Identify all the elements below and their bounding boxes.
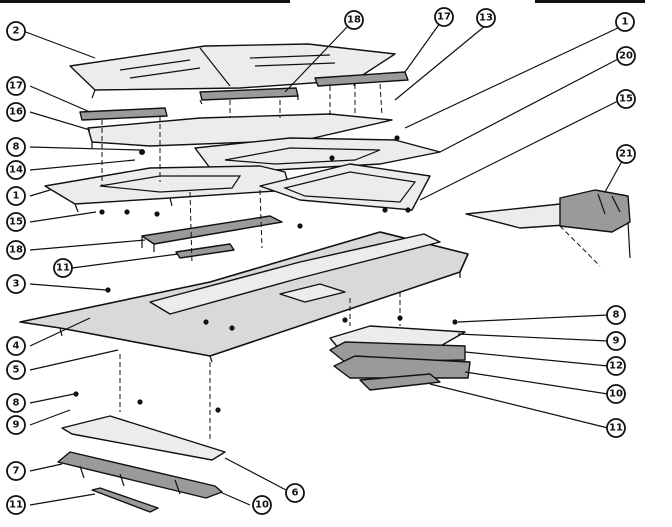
callout: 12 (606, 356, 626, 376)
callout-label: 15 (9, 217, 23, 228)
callout-label: 10 (255, 500, 269, 511)
part-cover-strip-left (79, 107, 168, 121)
callout-leaders (22, 22, 627, 506)
callout-label: 6 (292, 488, 299, 499)
part-upper-support-bar (199, 87, 299, 105)
callout-label: 4 (13, 341, 20, 352)
callout-label: 7 (13, 466, 20, 477)
callout: 11 (6, 495, 26, 515)
callout: 4 (6, 336, 26, 356)
callout: 17 (6, 76, 26, 96)
callout-label: 21 (619, 149, 633, 160)
cropped-header-strip (0, 0, 290, 3)
part-side-bracket (465, 189, 631, 267)
callout-label: 1 (622, 17, 629, 28)
callout-label: 1 (13, 191, 20, 202)
callout-label: 3 (13, 279, 20, 290)
callout-label: 11 (56, 263, 70, 274)
callout: 8 (6, 137, 26, 157)
callout: 5 (6, 360, 26, 380)
callout-label: 8 (13, 142, 20, 153)
part-cover-strip-right (314, 71, 409, 87)
callout: 14 (6, 160, 26, 180)
callout-label: 17 (437, 12, 451, 23)
callout: 15 (616, 89, 636, 109)
callout-label: 9 (13, 420, 20, 431)
cropped-header-strip-right (535, 0, 645, 3)
part-right-lower-assembly (329, 325, 471, 391)
callout-label: 9 (613, 336, 620, 347)
part-lower-frame (44, 165, 293, 213)
callout: 16 (6, 102, 26, 122)
callout: 11 (606, 418, 626, 438)
callout: 7 (6, 461, 26, 481)
part-center-long-bar (141, 215, 283, 252)
callout: 18 (6, 240, 26, 260)
callout: 11 (53, 258, 73, 278)
callout: 2 (6, 21, 26, 41)
callout-label: 20 (619, 51, 633, 62)
callout-label: 14 (9, 165, 23, 176)
callouts: 2 18 17 13 1 20 17 16 8 15 14 1 21 15 18… (6, 7, 636, 515)
screws (73, 135, 458, 413)
callout: 8 (6, 393, 26, 413)
callout-label: 10 (609, 389, 623, 400)
callout: 1 (6, 186, 26, 206)
alignment-lines (101, 83, 401, 442)
callout: 9 (6, 415, 26, 435)
callout-label: 12 (609, 361, 623, 372)
part-top-grille (69, 43, 396, 99)
part-right-inner-frame (259, 163, 431, 211)
callout-label: 17 (9, 81, 23, 92)
callout-label: 11 (609, 423, 623, 434)
callout-label: 16 (9, 107, 23, 118)
callout: 17 (434, 7, 454, 27)
callout: 13 (476, 8, 496, 28)
callout: 20 (616, 46, 636, 66)
callout: 15 (6, 212, 26, 232)
callout: 21 (616, 144, 636, 164)
callout-label: 5 (13, 365, 20, 376)
callout-label: 15 (619, 94, 633, 105)
callout-label: 18 (347, 15, 361, 26)
part-left-lower-assembly (57, 415, 226, 513)
callout: 6 (285, 483, 305, 503)
callout-label: 8 (13, 398, 20, 409)
callout-label: 8 (613, 310, 620, 321)
callout: 1 (615, 12, 635, 32)
callout: 8 (606, 305, 626, 325)
callout: 10 (252, 495, 272, 515)
callout: 10 (606, 384, 626, 404)
part-small-rail (175, 243, 235, 259)
callout: 18 (344, 10, 364, 30)
part-main-base-plate (19, 231, 469, 363)
callout-label: 2 (13, 26, 20, 37)
callout-label: 13 (479, 13, 493, 24)
callout-label: 11 (9, 500, 23, 511)
callout: 3 (6, 274, 26, 294)
callout: 9 (606, 331, 626, 351)
callout-label: 18 (9, 245, 23, 256)
